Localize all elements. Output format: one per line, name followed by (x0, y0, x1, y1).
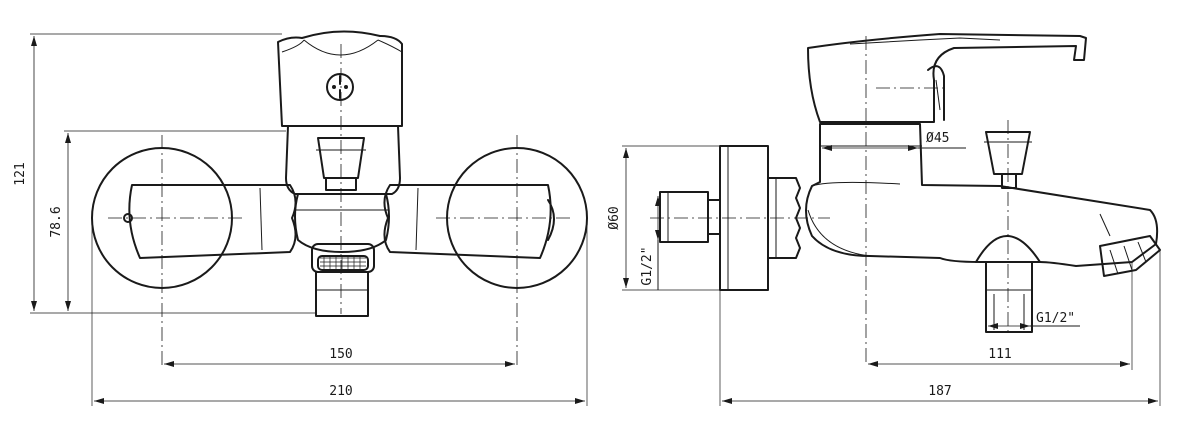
spout-outlet (1099, 235, 1161, 277)
dim-diameter-escutcheon: Ø60 (607, 206, 622, 229)
dim-depth-total: 187 (928, 384, 951, 399)
dim-spout-reach: 111 (988, 347, 1011, 362)
front-view: 121 78.6 150 210 (13, 30, 588, 406)
outlet-body (294, 193, 390, 253)
upper-body (285, 125, 401, 195)
side-outlet-connector (985, 261, 1033, 333)
inlet-pipe (659, 191, 709, 243)
side-outlet-dome (975, 235, 1041, 263)
dim-width-total: 210 (329, 384, 352, 399)
side-body (805, 123, 1159, 267)
dim-width-centers: 150 (329, 347, 352, 362)
side-diverter-knob (985, 131, 1031, 175)
diverter-knob (317, 137, 365, 179)
shower-outlet (315, 271, 369, 317)
dim-height-total: 121 (13, 162, 28, 185)
dim-height-inlet: 78.6 (49, 206, 64, 237)
side-view: Ø60 G1/2" Ø45 G1/2" 111 187 (607, 33, 1161, 406)
dim-thread-outlet: G1/2" (1036, 311, 1075, 326)
left-arm (128, 184, 297, 259)
dim-thread-inlet: G1/2" (640, 246, 655, 285)
eccentric-nut (767, 177, 801, 259)
dim-diameter-body: Ø45 (926, 131, 949, 146)
side-lever-handle (807, 33, 1087, 123)
lever-handle (277, 30, 403, 127)
right-arm (383, 184, 552, 259)
lever-indicator-icon (326, 73, 354, 101)
